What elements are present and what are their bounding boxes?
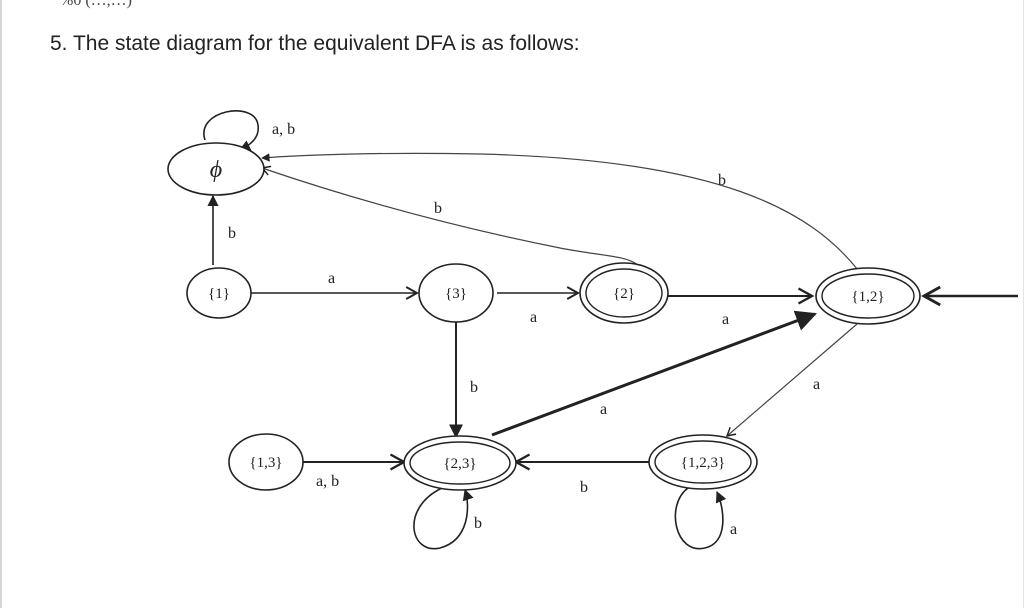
label-s123-s123: a [730, 521, 737, 538]
state-s13: {1,3} [228, 433, 304, 491]
label-s13-s23: a, b [316, 473, 339, 490]
cropped-top-text: %0 (…,…) [60, 0, 132, 9]
state-empty-label: ϕ [210, 157, 222, 183]
state-empty: ϕ [167, 142, 265, 196]
state-s3-label: {3} [445, 286, 467, 302]
edge-s23-s23 [413, 487, 474, 550]
label-s23-s12: a [600, 401, 607, 418]
state-s123-label: {1,2,3} [681, 455, 725, 471]
state-s13-label: {1,3} [249, 455, 282, 471]
state-s1-label: {1} [208, 286, 230, 302]
label-s23-s23: b [474, 515, 482, 532]
label-s3-s2: a [530, 309, 537, 326]
label-s2-s12: a [722, 311, 729, 328]
label-s1-empty: b [228, 225, 236, 242]
edge-s2-empty [260, 165, 639, 266]
state-s123: {1,2,3} [648, 434, 758, 490]
edge-s12-s123 [725, 323, 858, 437]
state-s2: {2} [579, 262, 669, 324]
state-s1: {1} [186, 267, 252, 319]
label-s3-s23: b [470, 379, 478, 396]
label-empty-empty: a, b [272, 121, 295, 138]
question-heading: 5. The state diagram for the equivalent … [50, 32, 580, 55]
label-s12-s123: a [813, 376, 820, 393]
state-s2-label: {2} [613, 286, 635, 302]
edge-s123-s123 [674, 487, 727, 550]
state-s12-label: {1,2} [851, 289, 884, 305]
edge-s12-empty [261, 152, 859, 271]
state-s23: {2,3} [403, 435, 517, 491]
label-s1-s3: a [328, 270, 335, 287]
edge-empty-empty [203, 110, 260, 151]
state-s3: {3} [418, 263, 494, 323]
states: ϕ {1} {3} {2} {1,2} {1,3} [167, 142, 921, 491]
transitions [203, 110, 1018, 550]
transition-labels: a, b b a a b b a b a a b b a, b a [228, 121, 820, 538]
left-border [0, 0, 2, 608]
label-s2-empty: b [434, 200, 442, 217]
label-s123-s23: b [580, 479, 588, 496]
edge-s23-s12 [491, 310, 817, 437]
state-s23-label: {2,3} [443, 456, 476, 472]
label-s12-empty: b [718, 172, 726, 189]
state-s12: {1,2} [815, 267, 921, 325]
